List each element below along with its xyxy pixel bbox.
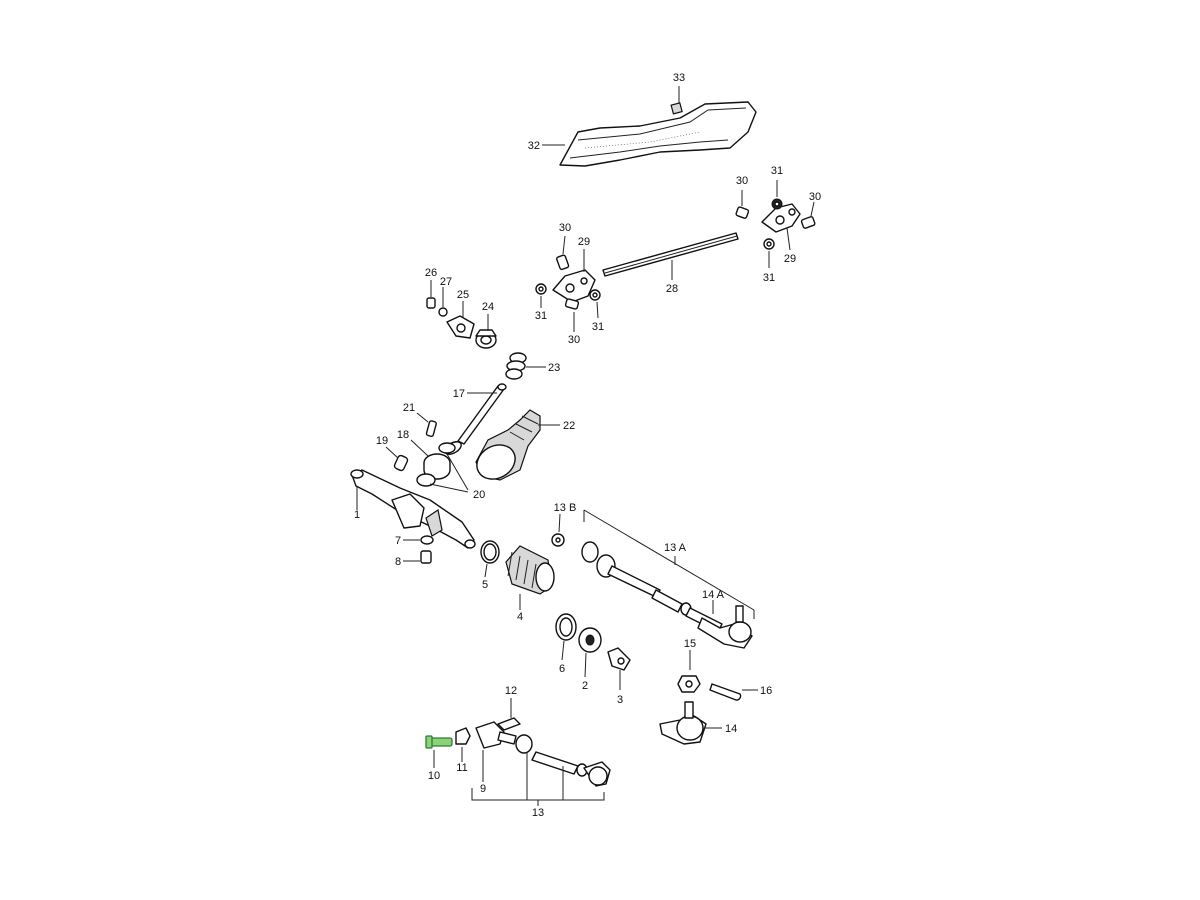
- part-15-castle-nut[interactable]: [677, 675, 701, 693]
- part-32-heat-shield[interactable]: [559, 101, 757, 167]
- part-30-bolt-c[interactable]: [735, 206, 750, 219]
- label-14a: 14 A: [702, 589, 725, 601]
- part-28-intermediate-shaft[interactable]: [602, 232, 739, 277]
- part-16-cotter-pin[interactable]: [709, 683, 742, 701]
- part-10-bolt[interactable]: [425, 735, 453, 749]
- label-30-c: 30: [809, 191, 821, 203]
- part-12-clip[interactable]: [497, 717, 521, 731]
- part-2-bearing[interactable]: [578, 627, 602, 653]
- label-12: 12: [505, 685, 517, 697]
- label-31-b: 31: [592, 321, 604, 333]
- label-15: 15: [684, 638, 696, 650]
- part-31-nut-d[interactable]: [763, 238, 775, 250]
- part-13b-nut[interactable]: [551, 533, 565, 547]
- label-30-b: 30: [568, 334, 580, 346]
- part-22-dust-boot[interactable]: [471, 409, 541, 486]
- label-14: 14: [725, 723, 737, 735]
- part-33-clip[interactable]: [670, 102, 683, 115]
- label-30-d: 30: [736, 175, 748, 187]
- part-20-gasket[interactable]: [416, 442, 456, 487]
- part-23-bellow[interactable]: [505, 352, 527, 380]
- label-16: 16: [760, 685, 772, 697]
- label-22: 22: [563, 420, 575, 432]
- label-28: 28: [666, 283, 678, 295]
- label-5: 5: [482, 579, 488, 591]
- label-29-a: 29: [578, 236, 590, 248]
- part-13a-tie-rod-assembly[interactable]: [581, 541, 723, 633]
- part-31-nut-c[interactable]: [771, 198, 783, 210]
- label-29-b: 29: [784, 253, 796, 265]
- label-7: 7: [395, 535, 401, 547]
- part-3-plug[interactable]: [607, 647, 631, 671]
- part-9-clamp-sleeve[interactable]: [475, 721, 517, 749]
- label-13: 13: [532, 807, 544, 819]
- part-1-rack-housing[interactable]: [350, 469, 476, 549]
- label-23: 23: [548, 362, 560, 374]
- label-32: 32: [528, 140, 540, 152]
- label-31-a: 31: [535, 310, 547, 322]
- part-5-ring[interactable]: [480, 540, 500, 564]
- part-30-bolt-d[interactable]: [800, 216, 816, 229]
- part-30-bolt-b[interactable]: [564, 298, 580, 310]
- label-13b: 13 B: [554, 502, 577, 514]
- part-6-ring[interactable]: [555, 613, 577, 641]
- label-18: 18: [397, 429, 409, 441]
- label-10: 10: [428, 770, 440, 782]
- label-17: 17: [453, 388, 465, 400]
- label-33: 33: [673, 72, 685, 84]
- part-11-nut[interactable]: [455, 727, 471, 745]
- label-8: 8: [395, 556, 401, 568]
- label-1: 1: [354, 509, 360, 521]
- label-11: 11: [456, 762, 467, 774]
- part-30-bolt-a[interactable]: [556, 254, 570, 271]
- label-19: 19: [376, 435, 388, 447]
- label-31-d: 31: [763, 272, 775, 284]
- part-26-screw[interactable]: [426, 297, 436, 309]
- part-25-clamp[interactable]: [446, 315, 475, 339]
- label-13a: 13 A: [664, 542, 687, 554]
- label-6: 6: [559, 663, 565, 675]
- part-19-pin[interactable]: [393, 454, 409, 472]
- part-14-tie-rod-end[interactable]: [659, 701, 707, 745]
- part-24-bushing[interactable]: [475, 329, 497, 349]
- part-31-nut-b[interactable]: [589, 289, 601, 301]
- label-21: 21: [403, 402, 415, 414]
- label-9: 9: [480, 783, 486, 795]
- label-24: 24: [482, 301, 494, 313]
- label-2: 2: [582, 680, 588, 692]
- part-13-tie-rod[interactable]: [515, 734, 611, 787]
- label-30-a: 30: [559, 222, 571, 234]
- label-20: 20: [473, 489, 485, 501]
- part-4-rack-boot[interactable]: [505, 545, 555, 595]
- part-29-universal-joint-right[interactable]: [761, 203, 801, 233]
- label-3: 3: [617, 694, 623, 706]
- label-26: 26: [425, 267, 437, 279]
- part-21-screw[interactable]: [425, 420, 437, 438]
- label-27: 27: [440, 276, 452, 288]
- part-31-nut-a[interactable]: [535, 283, 547, 295]
- part-29-universal-joint-left[interactable]: [552, 269, 596, 303]
- part-14a-tie-rod-end[interactable]: [697, 605, 753, 649]
- part-27-washer[interactable]: [438, 307, 448, 317]
- label-4: 4: [517, 611, 523, 623]
- label-31-c: 31: [771, 165, 783, 177]
- part-7-washer[interactable]: [420, 535, 434, 545]
- part-8-bolt[interactable]: [420, 550, 432, 564]
- label-25: 25: [457, 289, 469, 301]
